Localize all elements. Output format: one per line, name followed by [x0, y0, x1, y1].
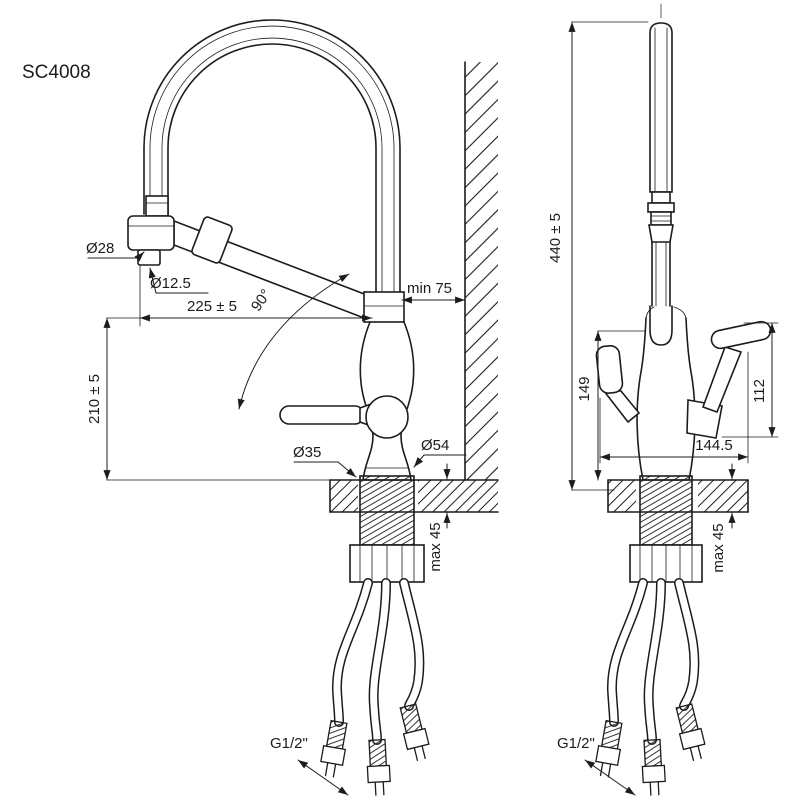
- gooseneck-hose: [143, 19, 401, 297]
- ball-joint: [365, 395, 409, 439]
- dim-cradle-height: 149: [576, 376, 593, 401]
- filter-handle-side: [595, 344, 641, 424]
- front-dimensions: [87, 251, 467, 796]
- mounting-shank-front: [349, 475, 425, 583]
- hose-fitting: [675, 703, 706, 761]
- wall-section: [464, 61, 498, 481]
- lever-handle-front: [279, 395, 409, 439]
- hose-fitting: [399, 703, 430, 761]
- faucet-body-front: [359, 291, 415, 481]
- hose-fitting: [320, 719, 348, 778]
- dim-lever-length: 112: [751, 379, 768, 403]
- side-dimensions: [568, 21, 779, 796]
- dim-total-height: 440 ± 5: [547, 213, 564, 263]
- spout-column-side: [647, 3, 675, 307]
- hoses-front: [320, 578, 430, 796]
- mounting-shank-side: [629, 475, 703, 583]
- lever-handle-side: [686, 320, 772, 439]
- dim-mount-hole-diameter: Ø35: [293, 444, 321, 461]
- side-view: 440 ± 5 149 112 144.5 max 45 G1/2": [547, 3, 779, 796]
- hose-fitting: [641, 738, 666, 796]
- hose-fitting: [366, 738, 391, 796]
- dim-head-diameter: Ø28: [86, 240, 114, 257]
- dim-swivel-angle: 90°: [248, 286, 275, 314]
- dim-spout-height: 210 ± 5: [86, 374, 103, 424]
- hoses-side: [595, 578, 706, 796]
- dim-deck-thickness-side: max 45: [710, 523, 727, 572]
- spray-head: [127, 195, 175, 266]
- dim-body-diameter: Ø54: [421, 437, 449, 454]
- dim-deck-thickness-front: max 45: [427, 522, 444, 571]
- dim-overall-depth: 144.5: [695, 437, 733, 454]
- dim-spout-reach: 225 ± 5: [187, 298, 237, 315]
- faucet-body-side: [636, 305, 696, 481]
- dim-aerator-diameter: Ø12.5: [150, 275, 191, 292]
- dim-hose-thread-front: G1/2": [270, 735, 308, 752]
- model-number: SC4008: [22, 62, 91, 83]
- dim-hose-thread-side: G1/2": [557, 735, 595, 752]
- countertop-side: [607, 479, 749, 513]
- dim-wall-clearance: min 75: [407, 280, 452, 297]
- front-view: SC4008 Ø28 Ø12.5 225 ± 5 90° min 75 210 …: [22, 19, 499, 796]
